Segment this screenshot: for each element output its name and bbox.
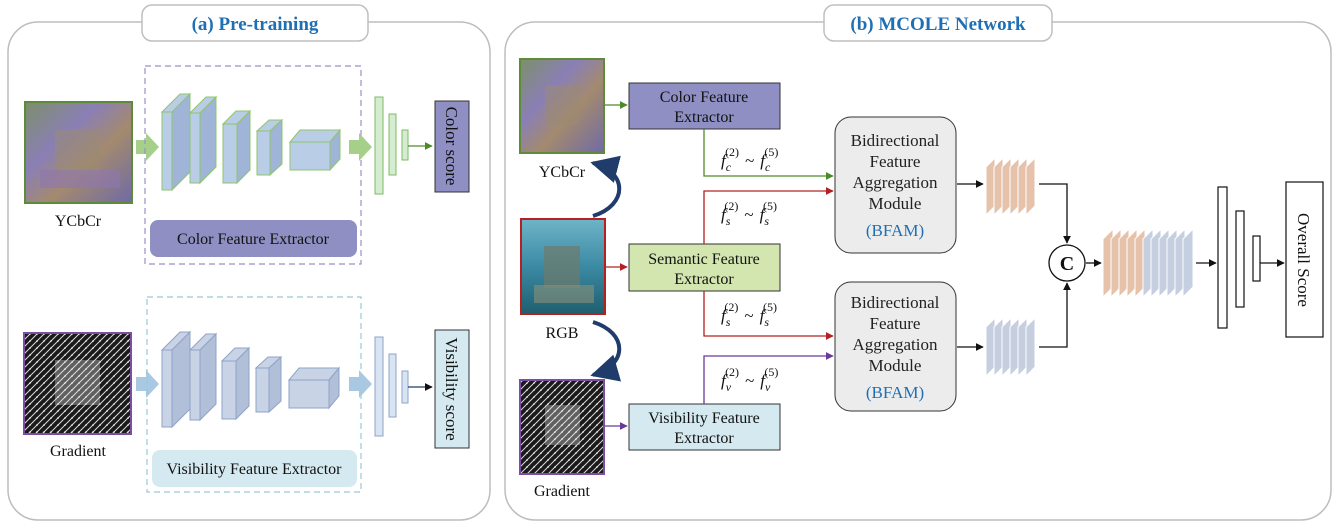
color-extractor-label-box-a	[150, 220, 357, 257]
rgb-to-gradient-curve-arrow	[590, 320, 622, 382]
bfam-top-abbr: (BFAM)	[866, 221, 924, 240]
overall-score-text: Overall Score	[1294, 213, 1313, 307]
color-score-text: Color score	[442, 107, 461, 186]
semantic-feature-extractor-line1: Semantic Feature	[648, 251, 760, 268]
ycbcr-image-a	[24, 101, 133, 204]
svg-text:fv(2)~fv(5): fv(2)~fv(5)	[721, 365, 778, 394]
fc-layers-b	[1217, 186, 1261, 329]
bfam-top-line3: Aggregation	[853, 173, 938, 192]
visibility-extractor-label-a: Visibility Feature Extractor	[167, 461, 343, 478]
semantic-to-bfam-top-line	[703, 187, 834, 244]
svg-text:fs(2)~fs(5): fs(2)~fs(5)	[721, 300, 777, 329]
output-arrow-visibility-a	[349, 370, 372, 398]
color-feature-extractor-line1: Color Feature	[660, 89, 748, 106]
feature-stack-top	[985, 156, 1036, 217]
feature-label-c: fc(2)~fc(5)	[721, 145, 778, 174]
visibility-score-box	[434, 329, 470, 449]
visibility-to-bfam-bottom-line	[703, 352, 834, 404]
merged-feature-stack	[1102, 227, 1194, 299]
output-arrow-color-a	[349, 133, 372, 161]
semantic-to-bfam-bottom-line	[703, 291, 834, 340]
bfam-bottom-line2: Feature	[870, 314, 921, 333]
color-score-box	[434, 100, 470, 193]
panel-b-title: (b) MCOLE Network	[850, 14, 1026, 35]
gradient-label-b: Gradient	[534, 483, 591, 500]
bfam-bottom-line1: Bidirectional	[851, 293, 940, 312]
svg-text:fs(2)~fs(5): fs(2)~fs(5)	[721, 199, 777, 228]
feature-label-v: fv(2)~fv(5)	[721, 365, 778, 394]
color-to-bfam-top-line	[703, 129, 834, 180]
bfam-top-line2: Feature	[870, 152, 921, 171]
visibility-extractor-label-box-a	[152, 450, 357, 487]
svg-text:fc(2)~fc(5): fc(2)~fc(5)	[721, 145, 778, 174]
visibility-extractor-layers-a	[160, 330, 341, 429]
bfam-bottom-line4: Module	[869, 356, 922, 375]
bfam-bottom-abbr: (BFAM)	[866, 383, 924, 402]
panel-b-title-box	[823, 4, 1053, 42]
semantic-feature-extractor-box	[628, 243, 781, 292]
color-extractor-layers-a	[160, 92, 342, 192]
ycbcr-label-b: YCbCr	[539, 164, 586, 181]
rgb-to-ycbcr-curve-arrow	[590, 155, 622, 218]
panel-a-title: (a) Pre-training	[192, 14, 319, 35]
visibility-feature-extractor-line2: Extractor	[674, 430, 734, 447]
panel-a-title-box	[141, 4, 369, 42]
bfam-bottom-line3: Aggregation	[853, 335, 938, 354]
rgb-label: RGB	[546, 325, 579, 342]
color-extractor-label-a: Color Feature Extractor	[177, 231, 330, 248]
overall-score-box	[1285, 181, 1324, 338]
concat-node	[1048, 244, 1086, 282]
top-features-to-concat-line	[1039, 183, 1071, 244]
visibility-feature-extractor-box	[628, 403, 781, 451]
semantic-feature-extractor-line2: Extractor	[674, 271, 734, 288]
bottom-features-to-concat-line	[1039, 282, 1071, 348]
rgb-image	[520, 218, 606, 315]
bfam-top-line4: Module	[869, 194, 922, 213]
color-feature-extractor-line2: Extractor	[674, 109, 734, 126]
feature-label-s-top: fs(2)~fs(5)	[721, 199, 777, 228]
gradient-image-b	[519, 379, 605, 475]
input-arrow-color-a	[136, 133, 159, 161]
visibility-feature-extractor-line1: Visibility Feature	[648, 410, 759, 427]
feature-stack-bottom	[985, 316, 1036, 378]
ycbcr-label-a: YCbCr	[55, 213, 102, 230]
color-extractor-box-a	[144, 65, 362, 265]
feature-label-s-bottom: fs(2)~fs(5)	[721, 300, 777, 329]
fc-layers-color-a	[374, 96, 409, 195]
visibility-score-text: Visibility score	[442, 337, 461, 440]
ycbcr-image-b	[519, 58, 605, 154]
concat-symbol: C	[1060, 253, 1074, 275]
gradient-label-a: Gradient	[50, 443, 107, 460]
bfam-bottom-box	[834, 281, 957, 412]
bfam-top-box	[834, 116, 957, 254]
bfam-top-line1: Bidirectional	[851, 131, 940, 150]
gradient-image-a	[23, 332, 132, 435]
